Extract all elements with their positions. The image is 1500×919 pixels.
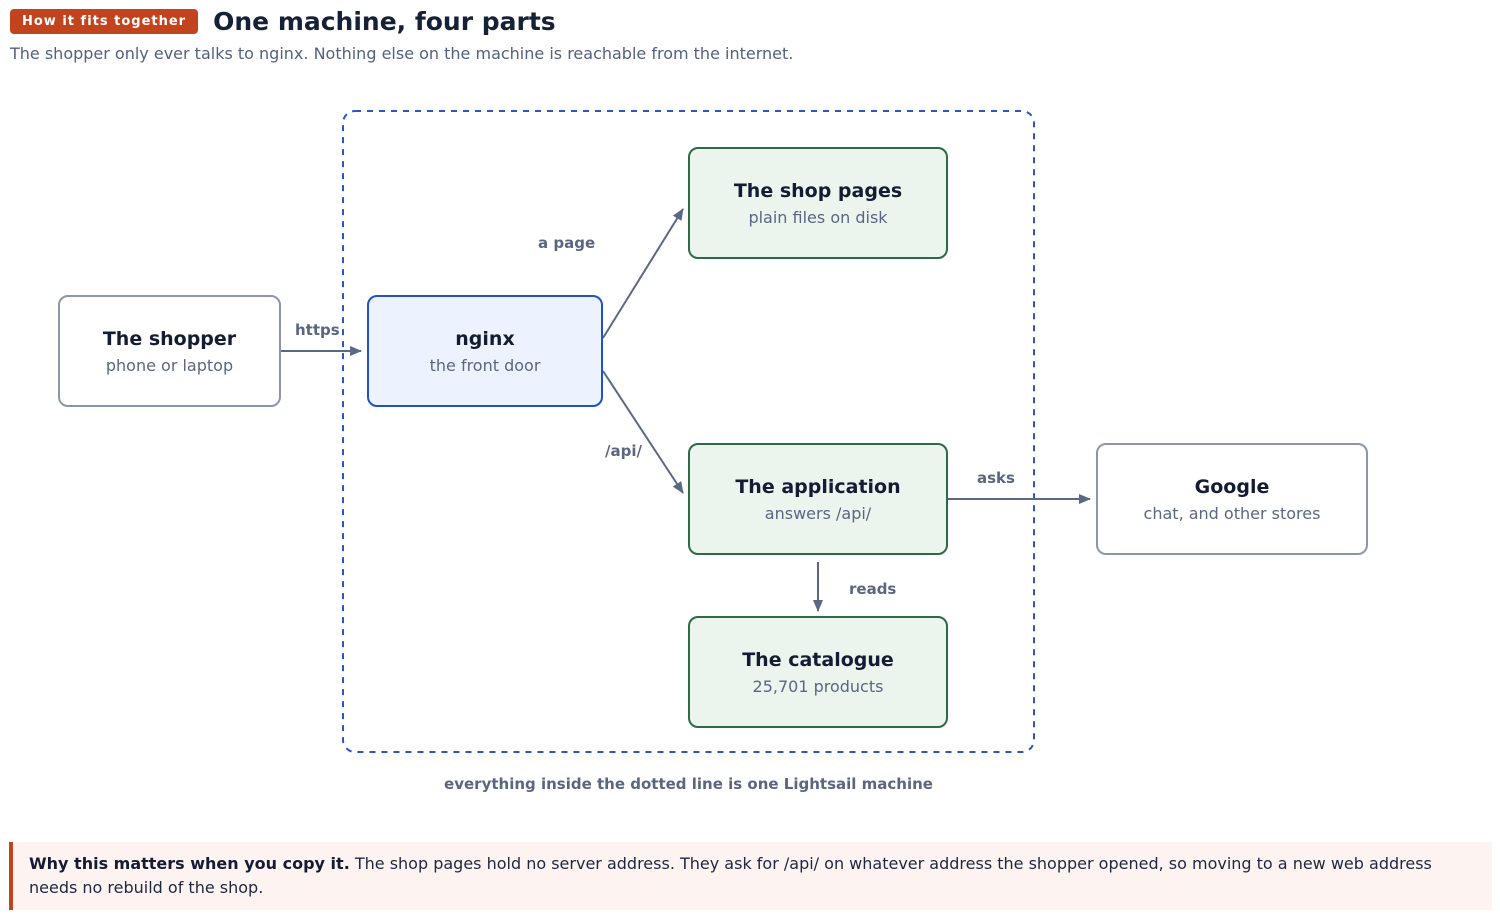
node-shop-pages: The shop pages plain files on disk xyxy=(688,147,948,259)
node-catalogue-title: The catalogue xyxy=(742,648,894,671)
header: How it fits together One machine, four p… xyxy=(10,6,556,36)
node-shopper-subtitle: phone or laptop xyxy=(105,355,234,375)
callout-lead: Why this matters when you copy it. xyxy=(29,854,350,873)
page-subtitle: The shopper only ever talks to nginx. No… xyxy=(10,44,794,63)
node-google: Google chat, and other stores xyxy=(1096,443,1368,555)
node-application: The application answers /api/ xyxy=(688,443,948,555)
edge-label-a-page: a page xyxy=(538,234,596,252)
node-application-subtitle: answers /api/ xyxy=(764,503,872,523)
node-nginx: nginx the front door xyxy=(367,295,603,407)
callout-note: Why this matters when you copy it. The s… xyxy=(9,842,1492,910)
node-shopper-title: The shopper xyxy=(102,327,237,350)
edge-label-asks: asks xyxy=(977,469,1015,487)
callout-body: The shop pages hold no server address. T… xyxy=(29,854,1432,897)
section-tag: How it fits together xyxy=(10,8,199,34)
node-application-title: The application xyxy=(735,475,901,498)
node-nginx-title: nginx xyxy=(455,327,515,350)
edge-label-reads: reads xyxy=(849,580,897,598)
node-nginx-subtitle: the front door xyxy=(429,355,541,375)
boundary-caption: everything inside the dotted line is one… xyxy=(444,775,933,793)
page-title: One machine, four parts xyxy=(213,6,556,36)
node-shopper: The shopper phone or laptop xyxy=(58,295,281,407)
arrow-nginx-to-application xyxy=(602,370,684,494)
node-google-title: Google xyxy=(1194,475,1270,498)
node-shop-pages-subtitle: plain files on disk xyxy=(748,207,888,227)
node-shop-pages-title: The shop pages xyxy=(733,179,903,202)
edge-label-api: /api/ xyxy=(605,442,642,460)
node-catalogue: The catalogue 25,701 products xyxy=(688,616,948,728)
edge-label-https: https xyxy=(295,321,340,339)
arrow-nginx-to-shop-pages xyxy=(602,208,684,339)
node-catalogue-subtitle: 25,701 products xyxy=(752,676,884,696)
node-google-subtitle: chat, and other stores xyxy=(1143,503,1321,523)
